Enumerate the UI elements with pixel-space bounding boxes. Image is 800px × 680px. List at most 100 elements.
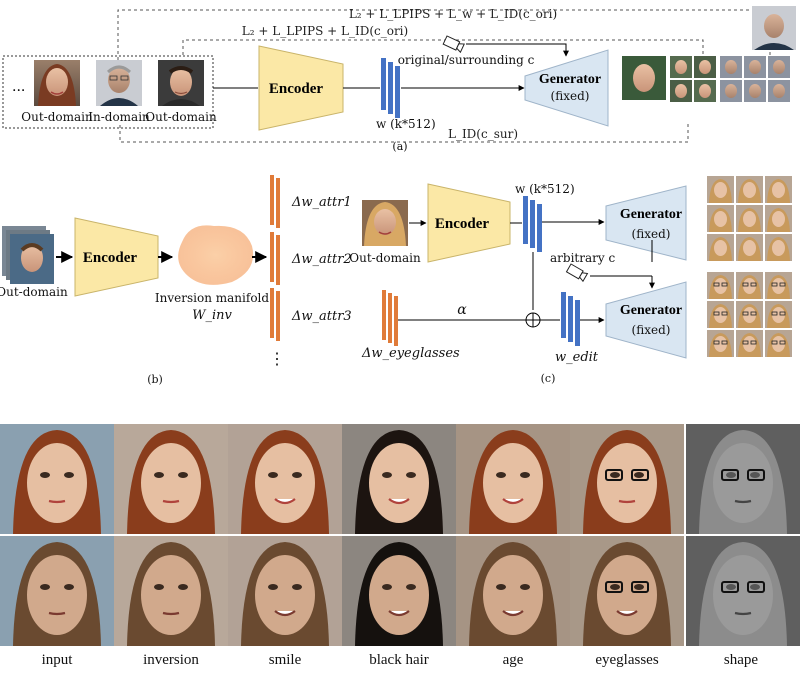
result-photo xyxy=(570,536,684,646)
output-thumb-c xyxy=(707,176,734,203)
loss-bottom-label: L_ID(c_sur) xyxy=(448,127,518,141)
generator-block-c2 xyxy=(605,281,687,359)
caption-c: (c) xyxy=(541,372,556,385)
label-black-hair: black hair xyxy=(369,652,429,668)
output-thumb-c xyxy=(765,301,792,328)
input-group-box xyxy=(2,55,214,129)
camera-label-a: original/surrounding c xyxy=(398,53,535,67)
delta-attr-bars xyxy=(270,175,280,341)
panel-a: L₂ + L_LPIPS + L_w + L_ID(c_ori) L₂ + L_… xyxy=(2,6,796,153)
output-thumb-c xyxy=(707,301,734,328)
camera-icon-c xyxy=(565,263,589,283)
caption-a: (a) xyxy=(392,140,407,153)
result-labels: input inversion smile black hair age eye… xyxy=(0,652,800,676)
portrait-in-domain xyxy=(96,60,142,106)
label-smile: smile xyxy=(268,652,302,668)
result-photo xyxy=(228,536,342,646)
inversion-manifold-blob xyxy=(178,225,254,285)
portrait-out-domain-1 xyxy=(34,60,80,106)
portrait-out-domain-2 xyxy=(158,60,204,106)
result-photo xyxy=(456,536,570,646)
sum-node xyxy=(525,312,541,328)
delta-eyeglasses-label: Δw_eyeglasses xyxy=(361,346,460,361)
attr-more: ⋮ xyxy=(269,349,285,368)
alpha-label: α xyxy=(457,302,467,318)
loss-loop-bottom xyxy=(119,122,689,143)
result-strip xyxy=(0,424,800,646)
latent-w-a xyxy=(381,58,400,118)
arrow-camera-generator xyxy=(466,43,569,57)
panel-c: Out-domain Encoder w (k*512) Generator (… xyxy=(349,176,792,385)
encoder-block-a xyxy=(258,45,344,131)
latent-w-edit xyxy=(561,292,580,346)
generator-label-c1: Generator xyxy=(620,207,682,222)
result-photo xyxy=(342,424,456,534)
output-thumb-c xyxy=(736,176,763,203)
output-thumb-c xyxy=(765,330,792,357)
input-label-b: Out-domain xyxy=(0,285,68,299)
manifold-label: Inversion manifold xyxy=(155,291,269,305)
result-photo xyxy=(686,424,800,534)
delta-eyeglasses-bars xyxy=(382,290,398,346)
portrait-input-b xyxy=(2,226,54,284)
attr-label-2: Δw_attr2 xyxy=(291,252,352,267)
caption-b: (b) xyxy=(147,373,163,386)
encoder-label-c: Encoder xyxy=(435,216,490,232)
result-photo xyxy=(114,536,228,646)
result-photo xyxy=(686,536,800,646)
generator-sub-c2: (fixed) xyxy=(632,323,671,337)
encoder-block-b xyxy=(74,217,159,297)
output-thumb-c xyxy=(707,330,734,357)
generator-block-c1 xyxy=(605,185,687,261)
result-photo xyxy=(342,536,456,646)
result-photo xyxy=(570,424,684,534)
portrait-input-c xyxy=(362,200,408,246)
attr-label-1: Δw_attr1 xyxy=(291,195,352,210)
encoder-block-c xyxy=(427,183,511,263)
encoder-label-a: Encoder xyxy=(269,81,324,97)
latent-w-c xyxy=(523,196,542,252)
output-thumb-c xyxy=(736,205,763,232)
result-photo xyxy=(0,536,114,646)
latent-label-a: w (k*512) xyxy=(376,117,436,131)
output-thumb-c xyxy=(736,234,763,261)
label-age: age xyxy=(502,652,524,668)
output-thumb-c xyxy=(765,272,792,299)
generator-label-a: Generator xyxy=(539,72,601,87)
input-label-c: Out-domain xyxy=(349,251,421,265)
output-thumb-c xyxy=(765,234,792,261)
result-photo xyxy=(114,424,228,534)
generator-label-c2: Generator xyxy=(620,303,682,318)
generator-sub-c1: (fixed) xyxy=(632,227,671,241)
panel-b: Out-domain Encoder Inversion manifold W_… xyxy=(0,175,352,386)
latent-label-c: w (k*512) xyxy=(515,182,575,196)
ellipsis: ... xyxy=(12,79,25,95)
generator-sub-a: (fixed) xyxy=(551,89,590,103)
output-thumb-c xyxy=(707,205,734,232)
output-thumb-c xyxy=(765,176,792,203)
input-label-2: In-domain xyxy=(88,110,150,124)
label-shape: shape xyxy=(723,652,759,668)
output-grid-a xyxy=(622,6,796,102)
loss-top-label: L₂ + L_LPIPS + L_w + L_ID(c_ori) xyxy=(349,7,557,21)
generator-block-a xyxy=(524,49,609,127)
encoder-label-b: Encoder xyxy=(83,250,138,266)
label-inversion: inversion xyxy=(143,652,199,668)
label-eyeglasses: eyeglasses xyxy=(595,652,659,668)
result-photo xyxy=(0,424,114,534)
output-thumb-c xyxy=(736,301,763,328)
output-thumb-c xyxy=(765,205,792,232)
output-thumb-c xyxy=(707,234,734,261)
camera-icon-a xyxy=(442,35,465,54)
output-grid-c xyxy=(707,176,792,357)
camera-label-c: arbitrary c xyxy=(550,251,615,265)
edit-label: w_edit xyxy=(555,350,599,365)
manifold-symbol: W_inv xyxy=(192,308,232,323)
loss-mid-label: L₂ + L_LPIPS + L_ID(c_ori) xyxy=(242,24,408,38)
result-photo xyxy=(228,424,342,534)
output-thumb-c xyxy=(707,272,734,299)
label-input: input xyxy=(41,652,73,668)
output-thumb-c xyxy=(736,272,763,299)
